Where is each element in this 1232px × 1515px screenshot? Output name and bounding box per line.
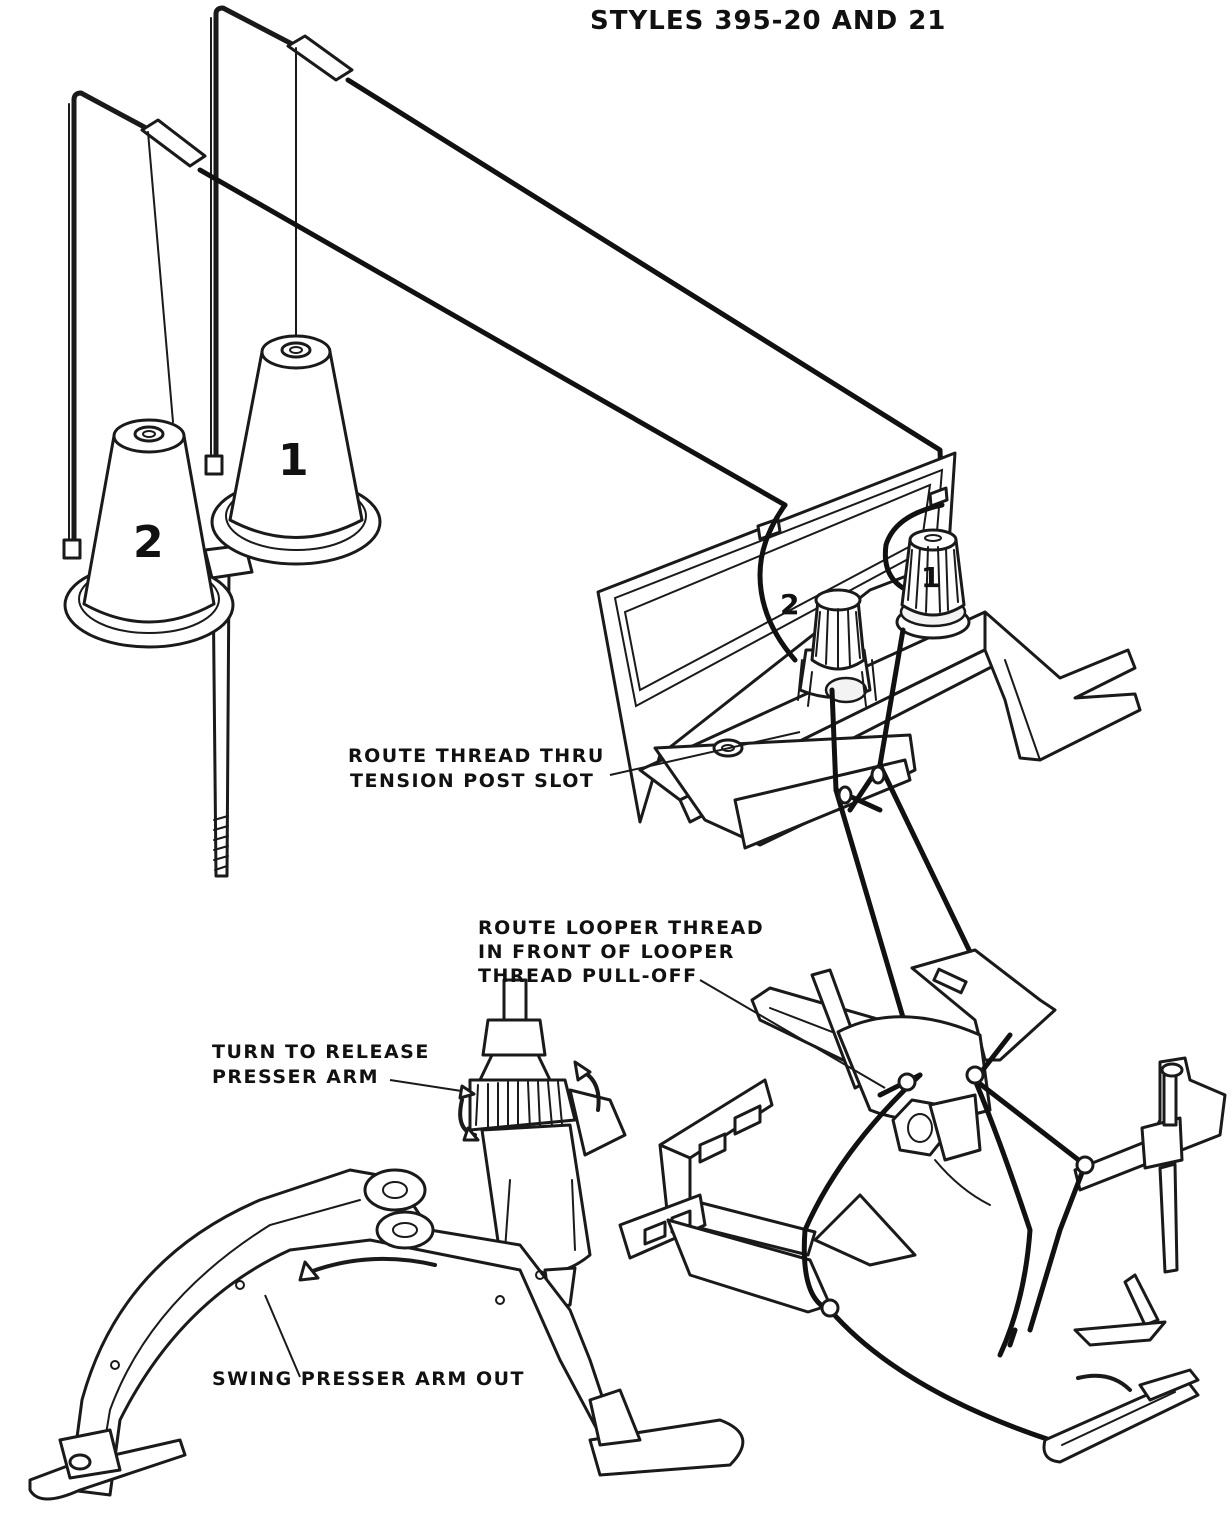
spool-pin-2	[62, 538, 82, 560]
route-thread-leader	[609, 731, 801, 776]
thread-1-to-panel	[345, 77, 945, 508]
route-looper-leader	[699, 979, 886, 1089]
thread-stand-rear-rod	[213, 5, 295, 473]
presser-foot-right	[588, 1418, 745, 1477]
callout-route-looper-line-3: THREAD PULL-OFF	[478, 965, 698, 987]
presser-arm	[28, 1168, 745, 1501]
thread-cone-1: 1	[210, 334, 382, 566]
presser-arm-body	[68, 1168, 612, 1497]
callout-swing-presser: SWING PRESSER ARM OUT	[212, 1368, 525, 1390]
looper-thread-pull-off	[750, 948, 1057, 1206]
left-mount-bracket	[618, 1078, 917, 1314]
callout-turn-release-line-2: PRESSER ARM	[212, 1066, 379, 1088]
tension-post-1: 1	[895, 528, 971, 640]
tension-assembly	[596, 451, 1142, 850]
cone-2-number: 2	[133, 517, 164, 568]
callout-route-looper: ROUTE LOOPER THREAD IN FRONT OF LOOPER T…	[478, 917, 764, 987]
thread-guide-eyelet-1	[286, 34, 354, 82]
callout-route-thread-line-2: TENSION POST SLOT	[350, 770, 594, 792]
swing-arrow	[308, 1256, 437, 1274]
callout-route-thread: ROUTE THREAD THRU TENSION POST SLOT	[348, 745, 605, 792]
swing-presser-leader	[264, 1294, 301, 1378]
thread-2-loop	[757, 502, 798, 663]
callout-turn-release-line-1: TURN TO RELEASE	[212, 1041, 430, 1063]
callout-route-thread-line-1: ROUTE THREAD THRU	[348, 745, 605, 767]
looper-thread-2	[801, 1072, 1053, 1443]
callout-route-looper-line-2: IN FRONT OF LOOPER	[478, 941, 735, 963]
cone-1-number: 1	[278, 435, 309, 486]
spool-pin-1	[204, 454, 224, 476]
tension-1-number: 1	[921, 561, 940, 594]
looper-blade	[1042, 1368, 1200, 1464]
thread-1-loop	[882, 502, 945, 591]
turn-release-leader	[389, 1079, 469, 1093]
tension-2-number: 2	[780, 588, 799, 621]
thread-2-to-panel	[197, 167, 788, 508]
callout-swing-presser-line-1: SWING PRESSER ARM OUT	[212, 1368, 525, 1390]
diagram-title: STYLES 395-20 AND 21	[590, 6, 946, 36]
callout-turn-release: TURN TO RELEASE PRESSER ARM	[212, 1041, 430, 1088]
callout-route-looper-line-1: ROUTE LOOPER THREAD	[478, 917, 764, 939]
right-guide-post	[1073, 1056, 1227, 1274]
thread-stand	[62, 5, 354, 878]
needle-clamp	[1073, 1273, 1167, 1347]
thread-stand-front-rod	[71, 90, 149, 555]
thread-guide-eyelet-2	[140, 118, 207, 168]
looper-thread-1	[972, 1032, 1033, 1358]
tension-post-2: 2	[780, 588, 877, 707]
bracket-hook-arm	[983, 610, 1142, 762]
thread-cone-2-up	[147, 131, 174, 423]
thread-cone-2: 2	[63, 418, 235, 649]
